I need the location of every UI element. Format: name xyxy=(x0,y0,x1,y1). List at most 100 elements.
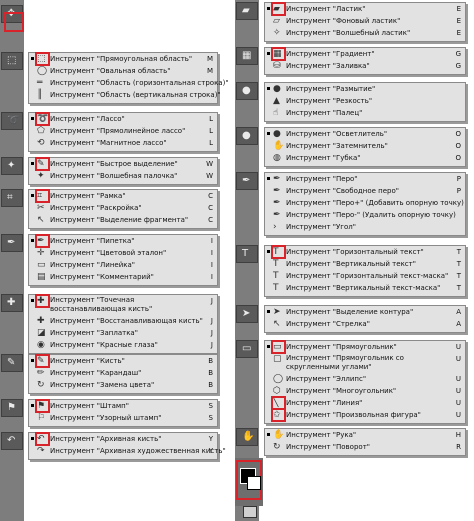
ellipse-icon: ◯ xyxy=(273,374,284,385)
menu-item-gradient[interactable]: ▦Инструмент "Градиент"G xyxy=(265,47,465,61)
menu-item-magic-eraser[interactable]: ✧Инструмент "Волшебный ластик"E xyxy=(265,27,465,39)
menu-item-stamp[interactable]: ⚑Инструмент "Штамп"S xyxy=(29,399,217,413)
menu-item-column-marquee[interactable]: ║Инструмент "Область (вертикальная строк… xyxy=(29,89,221,101)
menu-item-polygon-lasso[interactable]: ⬠Инструмент "Прямолинейное лассо"L xyxy=(29,125,217,137)
menu-item-slice[interactable]: ✂Инструмент "Раскройка"C xyxy=(29,202,217,214)
menu-item-eyedropper[interactable]: ✒Инструмент "Пипетка"I xyxy=(29,234,217,248)
toolbar-button-path[interactable]: ➤ xyxy=(236,305,258,323)
menu-item-brush[interactable]: ✎Инструмент "Кисть"B xyxy=(29,354,217,368)
menu-item-path-select[interactable]: ➤Инструмент "Выделение контура"A xyxy=(265,306,465,318)
menu-item-bucket[interactable]: ⛁Инструмент "Заливка"G xyxy=(265,60,465,72)
toolbar-button-heal[interactable]: ✚ xyxy=(1,294,23,312)
menu-item-heal-brush[interactable]: ✚Инструмент "Восстанавливающая кисть"J xyxy=(29,315,217,327)
pen-icon: ✒ xyxy=(273,174,281,184)
toolbar-button-hand[interactable]: ✋ xyxy=(236,428,258,446)
menu-item-quick-select[interactable]: ✎Инструмент "Быстрое выделение"W xyxy=(29,157,217,171)
menu-item-color-replace[interactable]: ↻Инструмент "Замена цвета"B xyxy=(29,379,217,391)
menu-item-rectangle[interactable]: ▭Инструмент "Прямоугольник"U xyxy=(265,340,465,354)
menu-item-ellipse[interactable]: ◯Инструмент "Эллипс"U xyxy=(265,373,465,385)
quick-mask-icon[interactable] xyxy=(243,506,257,518)
selected-bullet xyxy=(267,177,270,180)
menu-item-ruler[interactable]: ▭Инструмент "Линейка"I xyxy=(29,259,217,271)
menu-item-color-sampler[interactable]: ✛Инструмент "Цветовой эталон"I xyxy=(29,247,217,259)
menu-item-label: Инструмент "Горизонтальный текст" xyxy=(286,248,424,256)
patch-icon: ◪ xyxy=(37,328,46,339)
menu-item-magnetic-lasso[interactable]: ⟲Инструмент "Магнитное лассо"L xyxy=(29,137,217,149)
shortcut-key: I xyxy=(210,261,213,269)
menu-item-label: Инструмент "Угол" xyxy=(286,223,356,231)
bandage-icon: ✚ xyxy=(7,297,16,308)
toolbar-button-crop[interactable]: ⌗ xyxy=(1,189,23,207)
toolbar-button-gradient[interactable]: ▦ xyxy=(236,47,258,65)
menu-item-convert-point[interactable]: ›Инструмент "Угол" xyxy=(265,221,465,233)
flyout-heal: ✚Инструмент "Точечная восстанавливающая … xyxy=(28,294,218,355)
menu-item-crop[interactable]: ⌗Инструмент "Рамка"C xyxy=(29,189,217,203)
menu-item-eraser[interactable]: ▰Инструмент "Ластик"E xyxy=(265,2,465,16)
selected-bullet xyxy=(31,194,34,197)
background-swatch[interactable] xyxy=(247,476,261,490)
shortcut-key: I xyxy=(210,273,213,281)
ruler-icon: ▭ xyxy=(37,260,46,270)
menu-item-sharpen[interactable]: ▲Инструмент "Резкость" xyxy=(265,95,465,107)
menu-item-label: Инструмент "Восстанавливающая кисть" xyxy=(50,317,203,326)
menu-item-art-history[interactable]: ↷Инструмент "Архивная художественная кис… xyxy=(29,445,226,457)
custom-shape-icon: ✩ xyxy=(273,410,281,421)
toolbar-button-dodge[interactable]: ● xyxy=(236,127,258,145)
menu-item-pencil[interactable]: ✏Инструмент "Карандаш"B xyxy=(29,367,217,379)
toolbar-button-shape[interactable]: ▭ xyxy=(236,340,258,358)
menu-item-hand[interactable]: ✋Инструмент "Рука"H xyxy=(265,429,465,441)
toolbar-button-marquee[interactable]: ⬚ xyxy=(1,52,23,70)
menu-item-add-anchor[interactable]: ✒Инструмент "Перо+" (Добавить опорную то… xyxy=(265,197,465,209)
menu-item-freeform-pen[interactable]: ✒Инструмент "Свободное перо"P xyxy=(265,185,465,197)
menu-item-label: Инструмент "Рука" xyxy=(286,431,357,439)
toolbar-button-quick[interactable]: ✦ xyxy=(1,157,23,175)
menu-item-label: Инструмент "Область (вертикальная строка… xyxy=(50,91,221,99)
toolbar-button-eraser[interactable]: ▰ xyxy=(236,2,258,20)
toolbar-button-lasso[interactable]: ➰ xyxy=(1,112,23,130)
menu-item-history-brush[interactable]: ↶Инструмент "Архивная кисть"Y xyxy=(29,432,217,446)
menu-item-pen[interactable]: ✒Инструмент "Перо"P xyxy=(265,173,465,185)
menu-item-smudge[interactable]: ☝Инструмент "Палец" xyxy=(265,107,465,119)
menu-item-magic-wand[interactable]: ✦Инструмент "Волшебная палочка"W xyxy=(29,170,217,182)
menu-item-sponge[interactable]: ◍Инструмент "Губка"O xyxy=(265,152,465,164)
gradient-icon: ▦ xyxy=(242,50,252,61)
menu-item-note[interactable]: ▤Инструмент "Комментарий"I xyxy=(29,271,217,283)
menu-item-rounded-rect[interactable]: ▢Инструмент "Прямоугольник со скругленны… xyxy=(265,353,465,373)
toolbar-button-blur[interactable]: ● xyxy=(236,82,258,100)
menu-item-rect-marquee[interactable]: ⬚Инструмент "Прямоугольная область"M xyxy=(29,52,217,66)
menu-item-rotate-view[interactable]: ↻Инструмент "Поворот"R xyxy=(265,441,465,453)
menu-item-label: Инструмент "Выделение фрагмента" xyxy=(50,216,189,224)
toolbar-button-history[interactable]: ↶ xyxy=(1,432,23,450)
menu-item-custom-shape[interactable]: ✩Инструмент "Произвольная фигура"U xyxy=(265,408,465,423)
active-highlight xyxy=(35,157,50,171)
menu-item-spot-heal[interactable]: ✚Инструмент "Точечная восстанавливающая … xyxy=(29,294,217,315)
menu-item-red-eye[interactable]: ◉Инструмент "Красные глаза"J xyxy=(29,339,217,351)
menu-item-pattern-stamp[interactable]: ⚐Инструмент "Узорный штамп"S xyxy=(29,412,217,424)
menu-item-direct-select[interactable]: ↖Инструмент "Стрелка"A xyxy=(265,318,465,330)
toolbar-button-pen[interactable]: ✒ xyxy=(236,172,258,190)
menu-item-delete-anchor[interactable]: ✒Инструмент "Перо-" (Удалить опорную точ… xyxy=(265,209,465,221)
menu-item-blur[interactable]: ●Инструмент "Размытие" xyxy=(265,83,465,95)
toolbar-button-eyedropper[interactable]: ✒ xyxy=(1,234,23,252)
menu-item-line[interactable]: ╲Инструмент "Линия"U xyxy=(265,396,465,411)
toolbar-button-stamp[interactable]: ⚑ xyxy=(1,399,23,417)
menu-item-dodge[interactable]: ●Инструмент "Осветлитель"O xyxy=(265,128,465,140)
toolbar-button-brush[interactable]: ✎ xyxy=(1,354,23,372)
menu-item-label: Инструмент "Перо" xyxy=(286,175,358,183)
flyout-gradient: ▦Инструмент "Градиент"G⛁Инструмент "Зали… xyxy=(264,47,466,75)
toolbar-button-type[interactable]: T xyxy=(236,245,258,263)
menu-item-bg-eraser[interactable]: ▱Инструмент "Фоновый ластик"E xyxy=(265,15,465,27)
menu-item-label: Инструмент "Замена цвета" xyxy=(50,381,155,389)
menu-item-label: Инструмент "Вертикальный текст-маска" xyxy=(286,284,441,292)
menu-item-row-marquee[interactable]: ═Инструмент "Область (горизонтальная стр… xyxy=(29,77,229,89)
menu-item-slice-select[interactable]: ↖Инструмент "Выделение фрагмента"C xyxy=(29,214,217,226)
menu-item-burn[interactable]: ✋Инструмент "Затемнитель"O xyxy=(265,140,465,152)
menu-item-ellipse-marquee[interactable]: ◯Инструмент "Овальная область"M xyxy=(29,65,217,77)
menu-item-patch[interactable]: ◪Инструмент "Заплатка"J xyxy=(29,327,217,339)
menu-item-polygon[interactable]: ⬡Инструмент "Многоугольник"U xyxy=(265,385,465,397)
menu-item-lasso[interactable]: ➰Инструмент "Лассо"L xyxy=(29,112,217,126)
